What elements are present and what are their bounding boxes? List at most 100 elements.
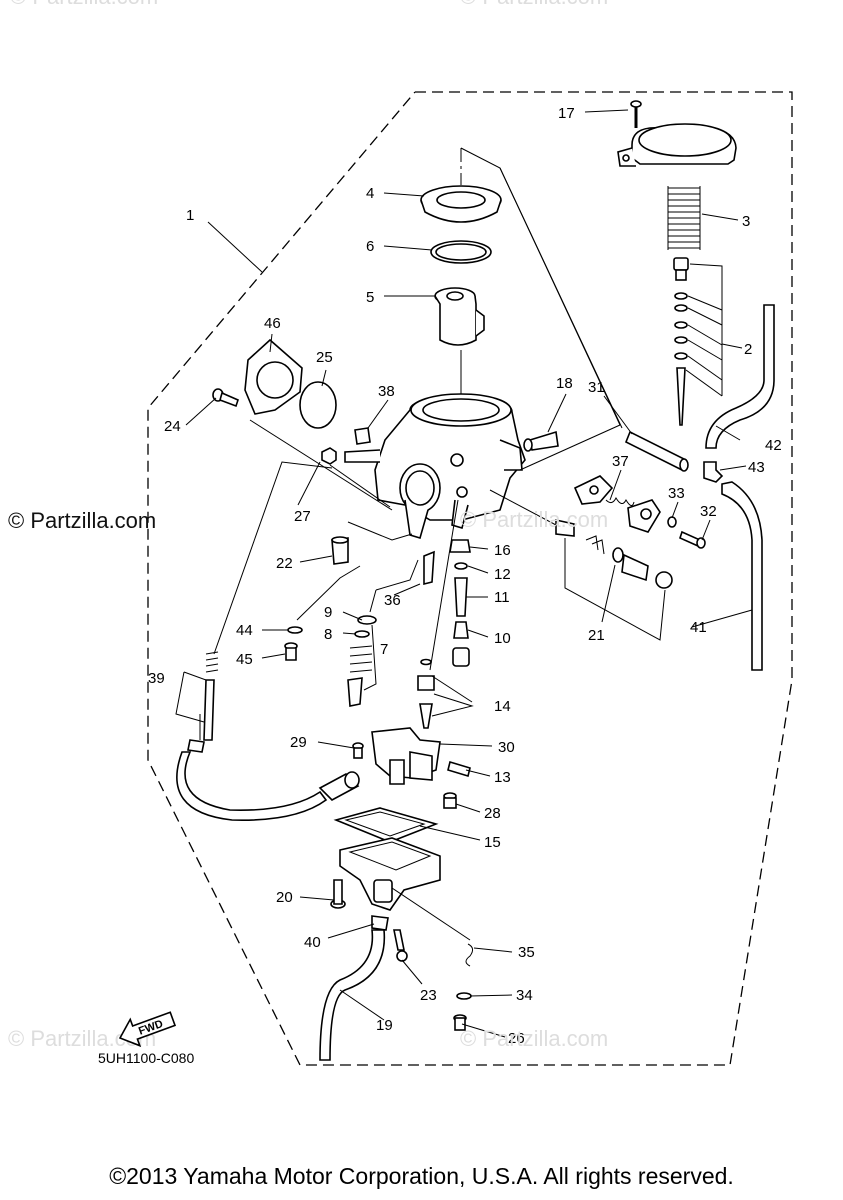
callout-22: 22 xyxy=(276,555,293,572)
callout-32: 32 xyxy=(700,503,717,520)
nut xyxy=(321,447,337,465)
callout-6: 6 xyxy=(366,238,374,255)
callout-16: 16 xyxy=(494,542,511,559)
callout-27: 27 xyxy=(294,508,311,525)
assembly-boundary xyxy=(147,91,793,1066)
float-pin-13 xyxy=(447,760,471,778)
screw-32 xyxy=(679,530,706,549)
o-ring xyxy=(430,240,492,264)
callout-10: 10 xyxy=(494,630,511,647)
callout-31: 31 xyxy=(588,379,605,396)
top-cover xyxy=(617,123,737,167)
screw-23 xyxy=(393,929,408,962)
watermark-top-left: © Partzilla.com xyxy=(10,0,158,9)
callout-44: 44 xyxy=(236,622,253,639)
hose-cap xyxy=(354,427,371,445)
bracket xyxy=(627,499,661,533)
mount-screw xyxy=(212,388,239,408)
watermark-center: © Partzilla.com xyxy=(460,507,608,532)
intake-gasket-plate xyxy=(244,338,303,415)
diaphragm xyxy=(420,185,502,223)
sleeve xyxy=(624,430,689,472)
vent-hose-42 xyxy=(705,304,775,449)
jet-cap xyxy=(452,647,470,667)
callout-42: 42 xyxy=(765,437,782,454)
pipe-36 xyxy=(423,550,435,586)
tee-fitting-43 xyxy=(703,461,724,483)
o-ring-12 xyxy=(454,562,468,570)
callout-24: 24 xyxy=(164,418,181,435)
callout-45: 45 xyxy=(236,651,253,668)
fwd-arrow-icon: FWD xyxy=(118,1011,177,1048)
callout-5: 5 xyxy=(366,289,374,306)
callout-15: 15 xyxy=(484,834,501,851)
pilot-screw-set xyxy=(555,519,673,589)
washer-44 xyxy=(287,626,303,634)
callout-37: 37 xyxy=(612,453,629,470)
drain-hose-19 xyxy=(319,929,386,1061)
callout-36: 36 xyxy=(384,592,401,609)
starter-plunger-7 xyxy=(347,615,377,707)
callout-8: 8 xyxy=(324,626,332,643)
callout-33: 33 xyxy=(668,485,685,502)
needle-jet-16 xyxy=(449,539,471,553)
stop-plate xyxy=(573,475,614,505)
callout-3: 3 xyxy=(742,213,750,230)
figure-code: 5UH1100-C080 xyxy=(98,1050,194,1066)
callout-11: 11 xyxy=(494,589,510,606)
callout-46: 46 xyxy=(264,315,281,332)
callout-4: 4 xyxy=(366,185,374,202)
callout-21: 21 xyxy=(588,627,605,644)
callout-35: 35 xyxy=(518,944,535,961)
callout-17: 17 xyxy=(558,105,575,122)
screw-45 xyxy=(284,642,298,661)
washer-33 xyxy=(667,516,677,528)
callout-23: 23 xyxy=(420,987,437,1004)
watermark-bottom-right: © Partzilla.com xyxy=(460,1026,608,1051)
callout-numbers: 1 2 3 4 5 6 7 8 9 10 11 12 13 14 15 16 1… xyxy=(148,105,782,1047)
throttle-spring xyxy=(667,186,701,250)
float-bowl xyxy=(339,837,441,911)
float-30 xyxy=(371,727,441,785)
screw-20 xyxy=(330,879,346,909)
watermark-top-right: © Partzilla.com xyxy=(460,0,608,9)
callout-34: 34 xyxy=(516,987,533,1004)
carburetor-body xyxy=(344,393,526,539)
washer-34 xyxy=(456,992,472,1000)
leader-lines xyxy=(185,109,753,1038)
screw-26 xyxy=(453,1014,467,1031)
callout-9: 9 xyxy=(324,604,332,621)
callout-25: 25 xyxy=(316,349,333,366)
callout-39: 39 xyxy=(148,670,165,687)
jet-needle-set xyxy=(673,257,689,426)
callout-20: 20 xyxy=(276,889,293,906)
main-jet-holder-11 xyxy=(454,577,468,617)
float-valve-set-14 xyxy=(417,658,435,729)
clip-35 xyxy=(465,943,474,967)
screw-28 xyxy=(443,792,457,809)
callout-7: 7 xyxy=(380,641,388,658)
copyright-notice: ©2013 Yamaha Motor Corporation, U.S.A. A… xyxy=(109,1163,734,1189)
callout-41: 41 xyxy=(690,619,707,636)
hose-fitting xyxy=(523,430,559,452)
callout-43: 43 xyxy=(748,459,765,476)
gasket-15 xyxy=(333,807,439,843)
callout-28: 28 xyxy=(484,805,501,822)
cover-screw xyxy=(630,100,642,128)
vent-hose-41 xyxy=(721,481,763,671)
main-jet-10 xyxy=(453,621,469,639)
callout-2: 2 xyxy=(744,341,752,358)
watermark-left: © Partzilla.com xyxy=(8,508,156,533)
callout-19: 19 xyxy=(376,1017,393,1034)
spring-37 xyxy=(605,496,635,506)
piston-valve xyxy=(434,287,485,346)
callout-12: 12 xyxy=(494,566,511,583)
throttle-cable-39 xyxy=(176,651,360,821)
callout-1: 1 xyxy=(186,207,194,224)
callout-30: 30 xyxy=(498,739,515,756)
callout-13: 13 xyxy=(494,769,511,786)
callout-14: 14 xyxy=(494,698,511,715)
callout-18: 18 xyxy=(556,375,573,392)
callout-29: 29 xyxy=(290,734,307,751)
